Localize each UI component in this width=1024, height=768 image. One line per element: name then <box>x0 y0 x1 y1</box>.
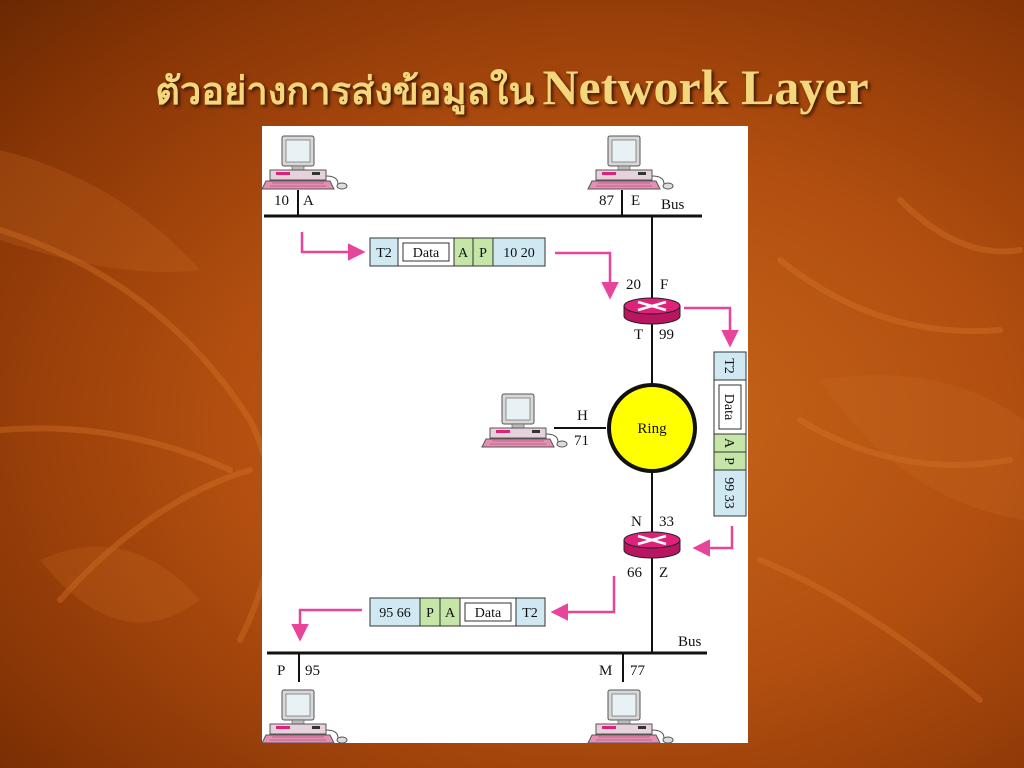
frame-3-a: A <box>445 606 456 621</box>
arrow-a-to-frame1 <box>300 232 366 261</box>
router-t-address: 99 <box>659 327 674 343</box>
host-m-address: 77 <box>630 663 646 679</box>
ring-label: Ring <box>637 421 667 437</box>
router-f-letter: F <box>660 277 668 293</box>
host-e-address: 87 <box>599 193 615 209</box>
frame-3-data: Data <box>475 606 502 621</box>
frame-3 <box>369 597 546 627</box>
arrow-router-to-frame3 <box>550 576 616 621</box>
arrow-frame2-to-router <box>692 526 734 557</box>
top-bus-label: Bus <box>661 197 685 213</box>
host-h-computer-icon <box>481 393 568 448</box>
host-p-computer-icon <box>262 689 348 743</box>
arrow-frame3-to-p <box>291 608 362 642</box>
frame-1-p: P <box>479 246 487 261</box>
frame-2-a: A <box>721 438 736 449</box>
arrow-frame1-to-router <box>555 251 619 300</box>
host-p-address: 95 <box>305 663 320 679</box>
router-top-icon <box>623 297 681 325</box>
router-z-letter: Z <box>659 565 668 581</box>
frame-3-addresses: 95 66 <box>379 606 411 621</box>
frame-2-p: P <box>721 457 736 465</box>
frame-2-addresses: 99 33 <box>721 477 736 509</box>
network-diagram-panel: Bus Bus 10 A 87 E H 71 Ring 20 F T 99 N … <box>262 126 748 743</box>
host-m-computer-icon <box>587 689 674 743</box>
frame-3-p: P <box>426 606 434 621</box>
bottom-bus-label: Bus <box>678 634 702 650</box>
title-thai: ตัวอย่างการส่งข้อมูลใน <box>155 71 535 113</box>
frame-1-a: A <box>458 246 469 261</box>
host-e-computer-icon <box>587 135 674 190</box>
router-bottom-icon <box>623 531 681 559</box>
host-a-address: 10 <box>274 193 289 209</box>
network-diagram: Bus Bus 10 A 87 E H 71 Ring 20 F T 99 N … <box>262 135 747 743</box>
frame-1-addresses: 10 20 <box>503 246 535 261</box>
host-p-letter: P <box>277 663 285 679</box>
frame-1-trailer: T2 <box>376 246 392 261</box>
slide-title: ตัวอย่างการส่งข้อมูลใน Network Layer <box>0 58 1024 121</box>
frame-2-trailer: T2 <box>721 358 736 374</box>
router-n-letter: N <box>631 514 642 530</box>
ring-network <box>607 383 697 473</box>
frame-1 <box>369 237 546 267</box>
host-m-letter: M <box>599 663 612 679</box>
arrow-router-to-frame2 <box>684 306 739 348</box>
frame-2 <box>713 351 747 517</box>
router-f-address: 20 <box>626 277 641 293</box>
frame-1-data: Data <box>413 246 440 261</box>
host-h-letter: H <box>577 408 588 424</box>
host-e-letter: E <box>631 193 640 209</box>
host-a-computer-icon <box>262 135 348 190</box>
host-a-letter: A <box>303 193 314 209</box>
router-t-letter: T <box>634 327 643 343</box>
title-english: Network Layer <box>542 59 869 115</box>
router-n-address: 33 <box>659 514 674 530</box>
frame-2-data: Data <box>721 394 736 421</box>
frame-3-trailer: T2 <box>522 606 538 621</box>
router-z-address: 66 <box>627 565 643 581</box>
host-h-address: 71 <box>574 433 589 449</box>
